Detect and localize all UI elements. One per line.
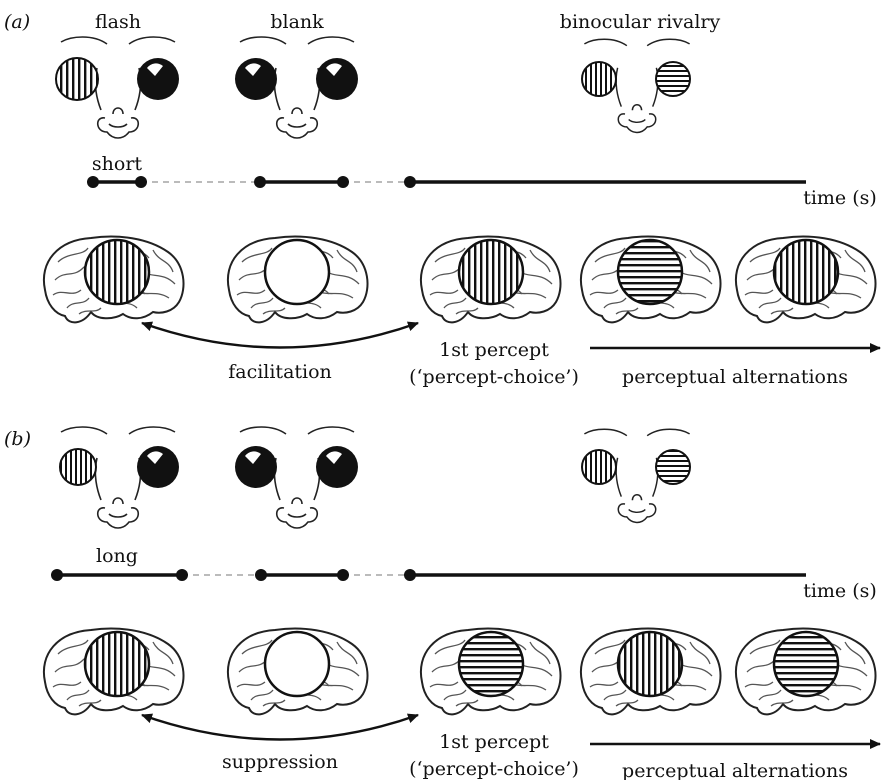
left-eye-vertical-grating [56,58,98,100]
effect-label: suppression [222,751,338,773]
facilitation-arrow [142,323,418,348]
first-percept-label: 1st percept [439,339,549,361]
percept-choice-label: (‘percept-choice’) [409,366,579,388]
alternations-label: perceptual alternations [622,366,848,388]
face-rivalry [582,429,690,522]
time-axis-label: time (s) [803,580,877,602]
brain-percept-3-horizontal [736,629,876,715]
brain-percept-1-vertical [421,237,561,323]
brain-flash-vertical [44,237,184,323]
percept-choice-label: (‘percept-choice’) [409,758,579,780]
panel-label: (a) [4,11,30,33]
left-eye-vertical-grating [582,450,616,484]
brain-percept-2-vertical [581,629,721,715]
duration-label: long [96,545,138,567]
left-eye-vertical-grating [60,449,96,485]
face-flash [60,427,179,528]
brain-percept-3-vertical [736,237,876,323]
left-eye-vertical-grating [582,62,616,96]
panel-a: (a) flash blank binocular rivalry short [4,11,880,388]
stage-label-rivalry: binocular rivalry [560,11,721,33]
suppression-arrow [142,715,418,740]
brain-blank [228,629,368,715]
effect-label: facilitation [228,361,332,383]
brain-blank [228,237,368,323]
stage-label-flash: flash [95,11,141,33]
stage-label-blank: blank [270,11,324,33]
brain-percept-2-horizontal [581,237,721,323]
first-percept-label: 1st percept [439,731,549,753]
face-rivalry [582,39,690,132]
right-eye-horizontal-grating [656,62,690,96]
face-blank [235,37,358,138]
panel-label: (b) [4,428,31,450]
timeline [51,569,806,581]
alternations-label: perceptual alternations [622,760,848,780]
right-eye-horizontal-grating [656,450,690,484]
face-blank [235,427,358,528]
time-axis-label: time (s) [803,187,877,209]
duration-label: short [92,153,143,175]
timeline [87,176,806,188]
brain-percept-1-horizontal [421,629,561,715]
panel-b: (b) long [4,427,880,780]
brain-flash-vertical [44,629,184,715]
face-flash [56,37,179,138]
